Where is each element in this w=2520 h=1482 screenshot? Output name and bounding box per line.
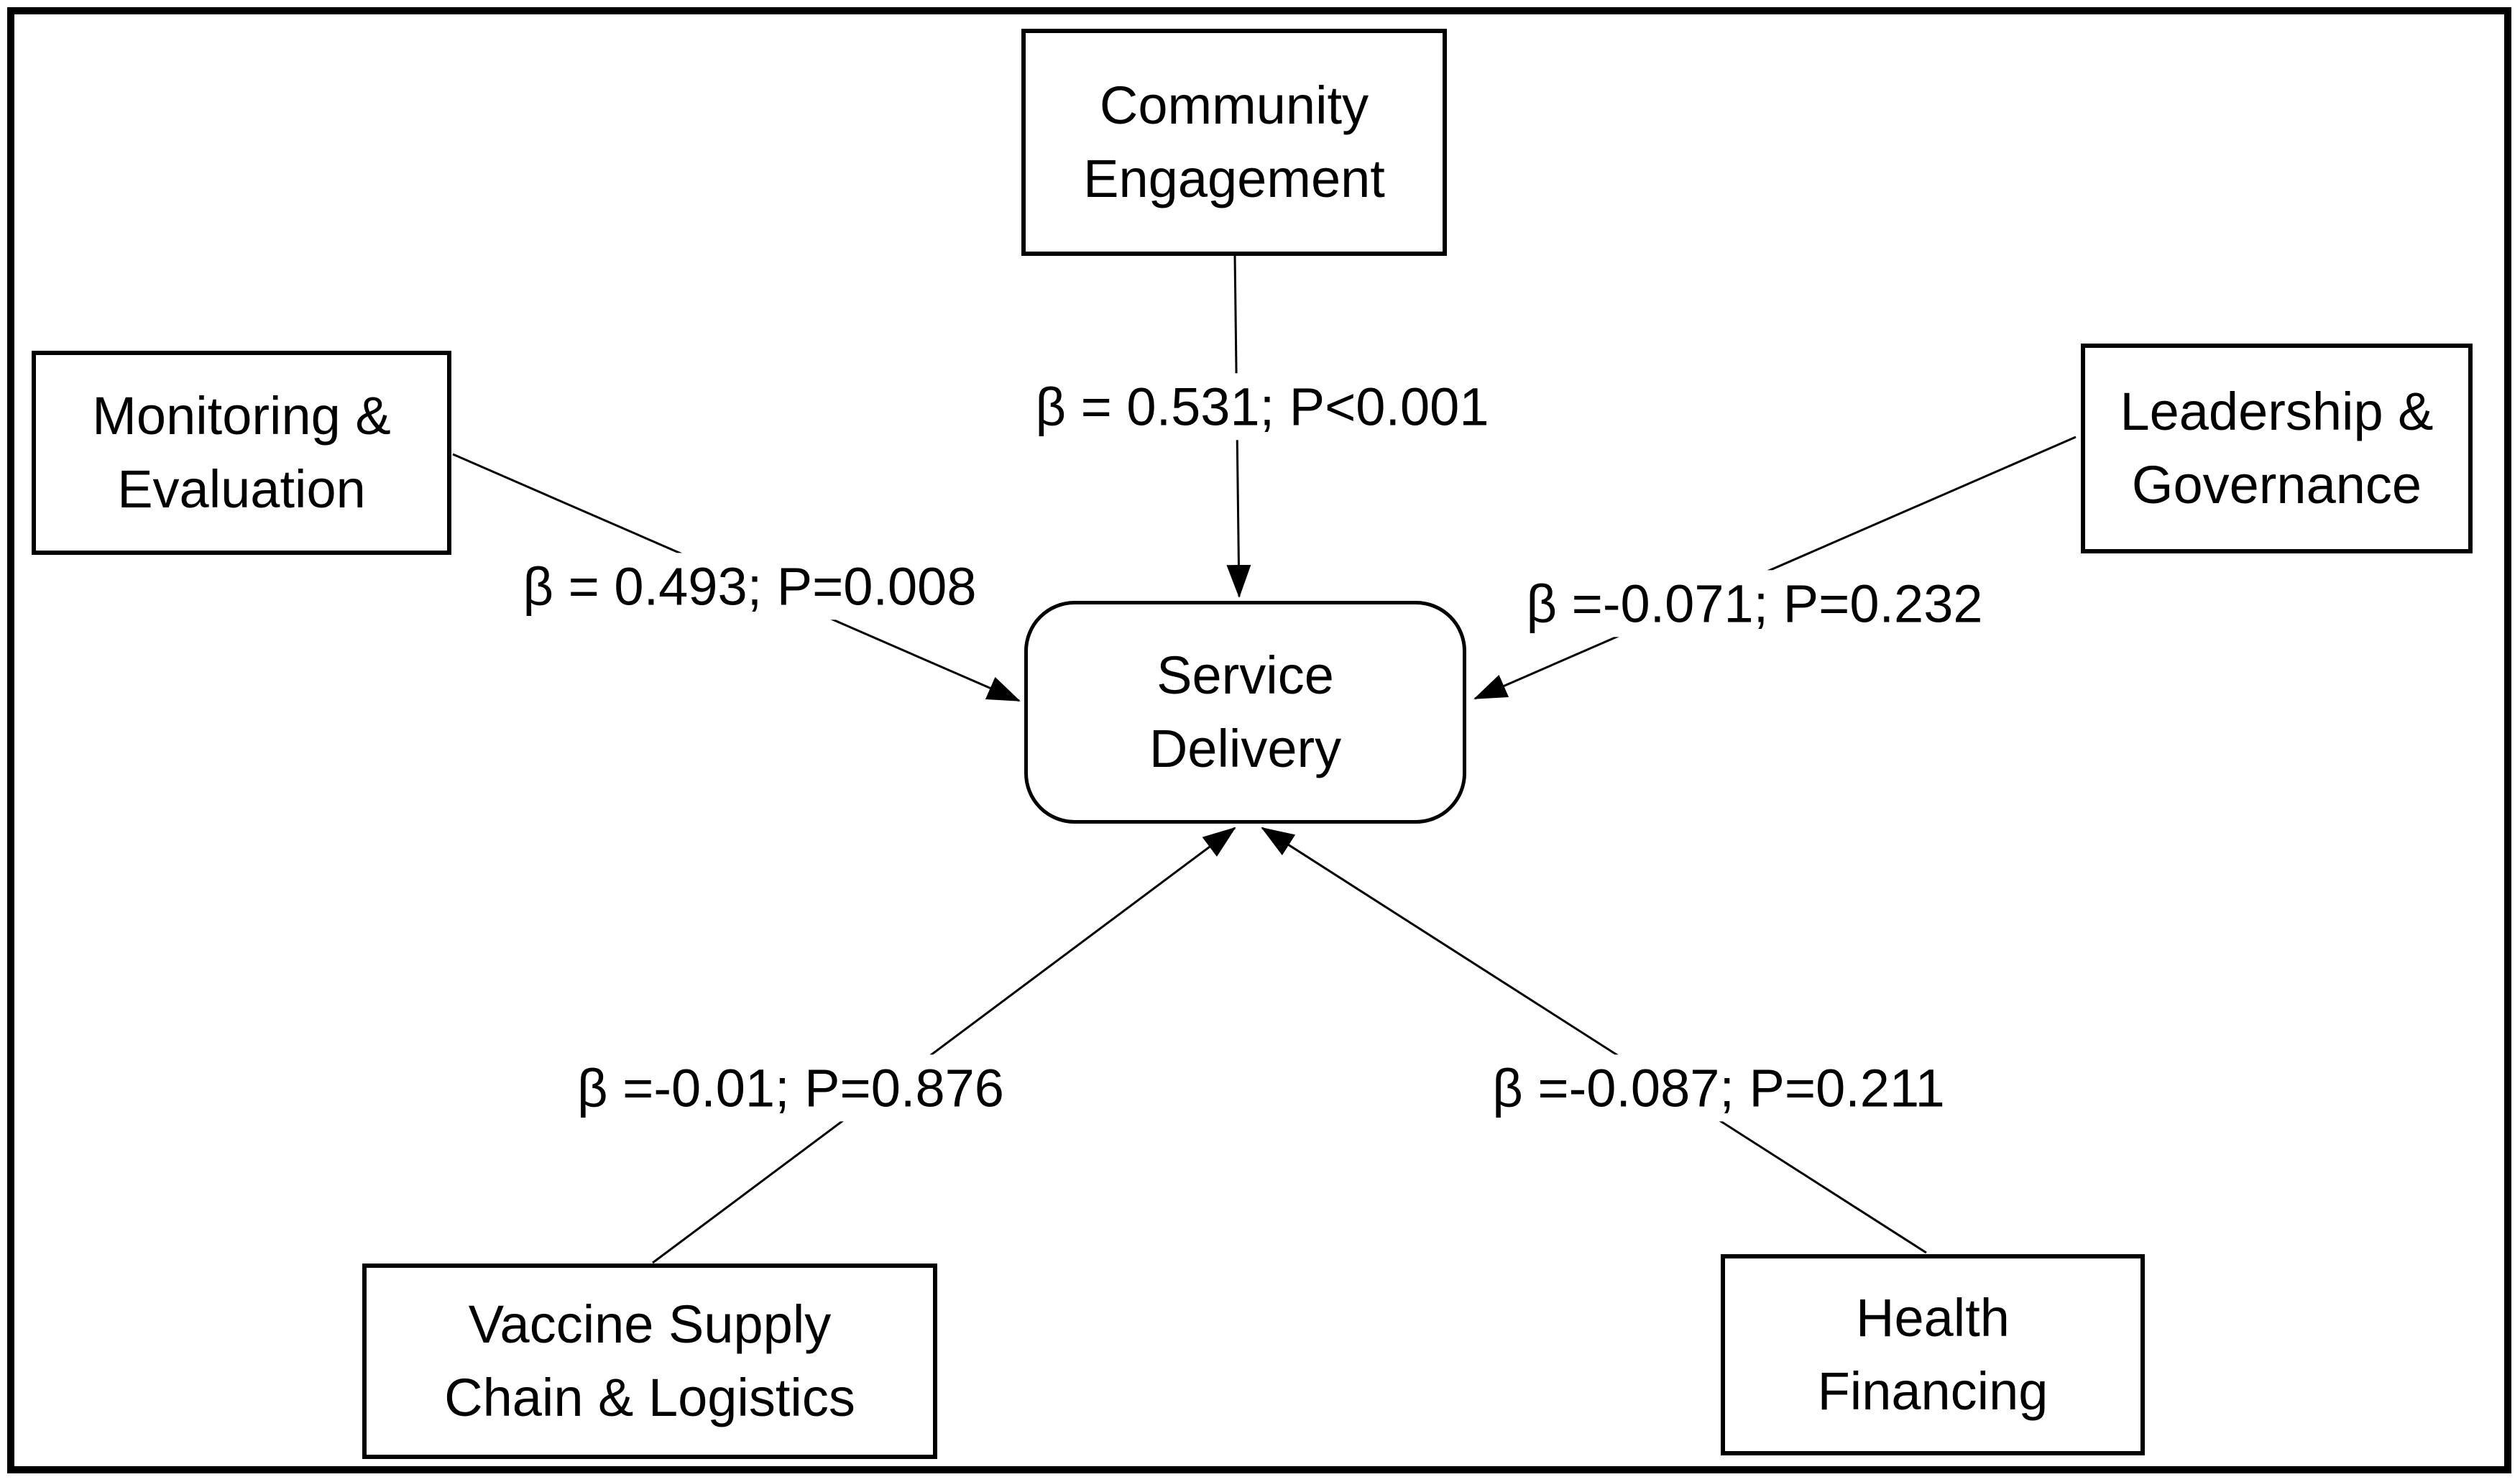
node-label-vaccine-supply-chain: Vaccine Supply Chain & Logistics xyxy=(444,1294,855,1427)
edge-health-financing-to-service-delivery xyxy=(1261,827,1927,1254)
edge-label-monitoring-evaluation: β = 0.493; P=0.008 xyxy=(512,553,987,620)
node-label-service-delivery: Service Delivery xyxy=(1149,645,1342,778)
node-community-engagement: Community Engagement xyxy=(1021,29,1447,256)
node-label-health-financing: Health Financing xyxy=(1817,1287,2048,1421)
edge-leadership-governance-to-service-delivery xyxy=(1473,436,2077,700)
node-vaccine-supply-chain: Vaccine Supply Chain & Logistics xyxy=(362,1264,937,1459)
node-service-delivery: Service Delivery xyxy=(1024,601,1466,824)
edge-label-leadership-governance: β =-0.071; P=0.232 xyxy=(1516,570,1993,638)
outer-border xyxy=(7,7,2511,1473)
edge-label-vaccine-supply-chain: β =-0.01; P=0.876 xyxy=(567,1054,1014,1122)
node-label-monitoring-evaluation: Monitoring & Evaluation xyxy=(92,385,391,519)
node-label-leadership-governance: Leadership & Governance xyxy=(2120,381,2434,515)
node-leadership-governance: Leadership & Governance xyxy=(2081,344,2473,553)
node-monitoring-evaluation: Monitoring & Evaluation xyxy=(32,351,451,555)
node-health-financing: Health Financing xyxy=(1721,1254,2145,1455)
edge-label-community-engagement: β = 0.531; P<0.001 xyxy=(1025,373,1499,441)
edge-vaccine-supply-chain-to-service-delivery xyxy=(652,827,1236,1264)
node-label-community-engagement: Community Engagement xyxy=(1083,75,1385,208)
edge-label-health-financing: β =-0.087; P=0.211 xyxy=(1482,1054,1955,1122)
